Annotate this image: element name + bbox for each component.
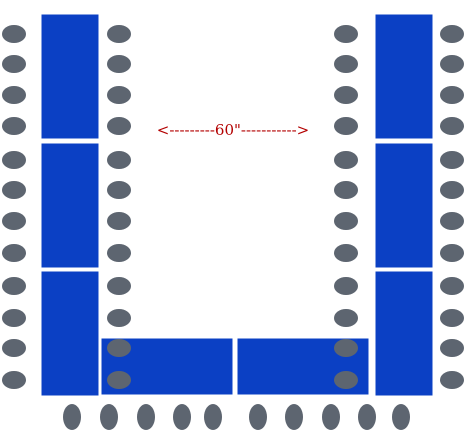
seat-right-inner-4 <box>334 117 358 135</box>
seat-right-outer-8 <box>440 244 464 262</box>
seat-right-inner-11 <box>334 339 358 357</box>
table-left-2 <box>40 142 100 269</box>
seat-right-outer-4 <box>440 117 464 135</box>
seat-left-outer-2 <box>2 55 26 73</box>
seat-right-outer-11 <box>440 339 464 357</box>
seat-right-outer-5 <box>440 151 464 169</box>
seat-bottom-8 <box>322 404 340 430</box>
seat-left-inner-1 <box>107 25 131 43</box>
table-right-1 <box>374 13 434 140</box>
seat-left-outer-9 <box>2 277 26 295</box>
seat-left-outer-7 <box>2 212 26 230</box>
seat-right-outer-2 <box>440 55 464 73</box>
seat-left-outer-4 <box>2 117 26 135</box>
seat-right-inner-2 <box>334 55 358 73</box>
seat-bottom-1 <box>63 404 81 430</box>
seat-bottom-10 <box>392 404 410 430</box>
seat-left-inner-3 <box>107 86 131 104</box>
seat-right-inner-8 <box>334 244 358 262</box>
seat-left-inner-9 <box>107 277 131 295</box>
seat-bottom-2 <box>100 404 118 430</box>
seat-right-outer-3 <box>440 86 464 104</box>
table-right-3 <box>374 270 434 397</box>
seat-left-inner-8 <box>107 244 131 262</box>
seat-right-outer-12 <box>440 371 464 389</box>
seat-right-inner-3 <box>334 86 358 104</box>
seat-left-inner-4 <box>107 117 131 135</box>
seat-bottom-3 <box>137 404 155 430</box>
seat-right-inner-10 <box>334 309 358 327</box>
seat-left-outer-3 <box>2 86 26 104</box>
seat-right-inner-6 <box>334 181 358 199</box>
seat-right-outer-7 <box>440 212 464 230</box>
seats-group <box>2 25 464 430</box>
seat-right-inner-7 <box>334 212 358 230</box>
seat-right-outer-6 <box>440 181 464 199</box>
table-right-2 <box>374 142 434 269</box>
tables-group <box>40 13 434 397</box>
seat-left-inner-5 <box>107 151 131 169</box>
seat-bottom-7 <box>285 404 303 430</box>
seat-left-outer-10 <box>2 309 26 327</box>
seat-right-outer-10 <box>440 309 464 327</box>
seat-left-inner-7 <box>107 212 131 230</box>
seat-right-inner-9 <box>334 277 358 295</box>
table-left-3 <box>40 270 100 397</box>
seat-right-outer-1 <box>440 25 464 43</box>
seat-right-outer-9 <box>440 277 464 295</box>
seat-right-inner-5 <box>334 151 358 169</box>
seat-left-inner-11 <box>107 339 131 357</box>
seat-right-inner-12 <box>334 371 358 389</box>
seat-right-inner-1 <box>334 25 358 43</box>
seat-left-inner-2 <box>107 55 131 73</box>
seat-bottom-6 <box>249 404 267 430</box>
table-left-1 <box>40 13 100 140</box>
seat-left-outer-11 <box>2 339 26 357</box>
seat-bottom-9 <box>358 404 376 430</box>
seat-bottom-5 <box>204 404 222 430</box>
seat-left-outer-8 <box>2 244 26 262</box>
seat-left-outer-1 <box>2 25 26 43</box>
seat-left-outer-6 <box>2 181 26 199</box>
seat-left-inner-12 <box>107 371 131 389</box>
dimension-label: <---------60"-----------> <box>157 121 310 139</box>
seat-left-outer-5 <box>2 151 26 169</box>
seat-left-inner-6 <box>107 181 131 199</box>
seat-left-inner-10 <box>107 309 131 327</box>
seat-left-outer-12 <box>2 371 26 389</box>
seat-bottom-4 <box>173 404 191 430</box>
